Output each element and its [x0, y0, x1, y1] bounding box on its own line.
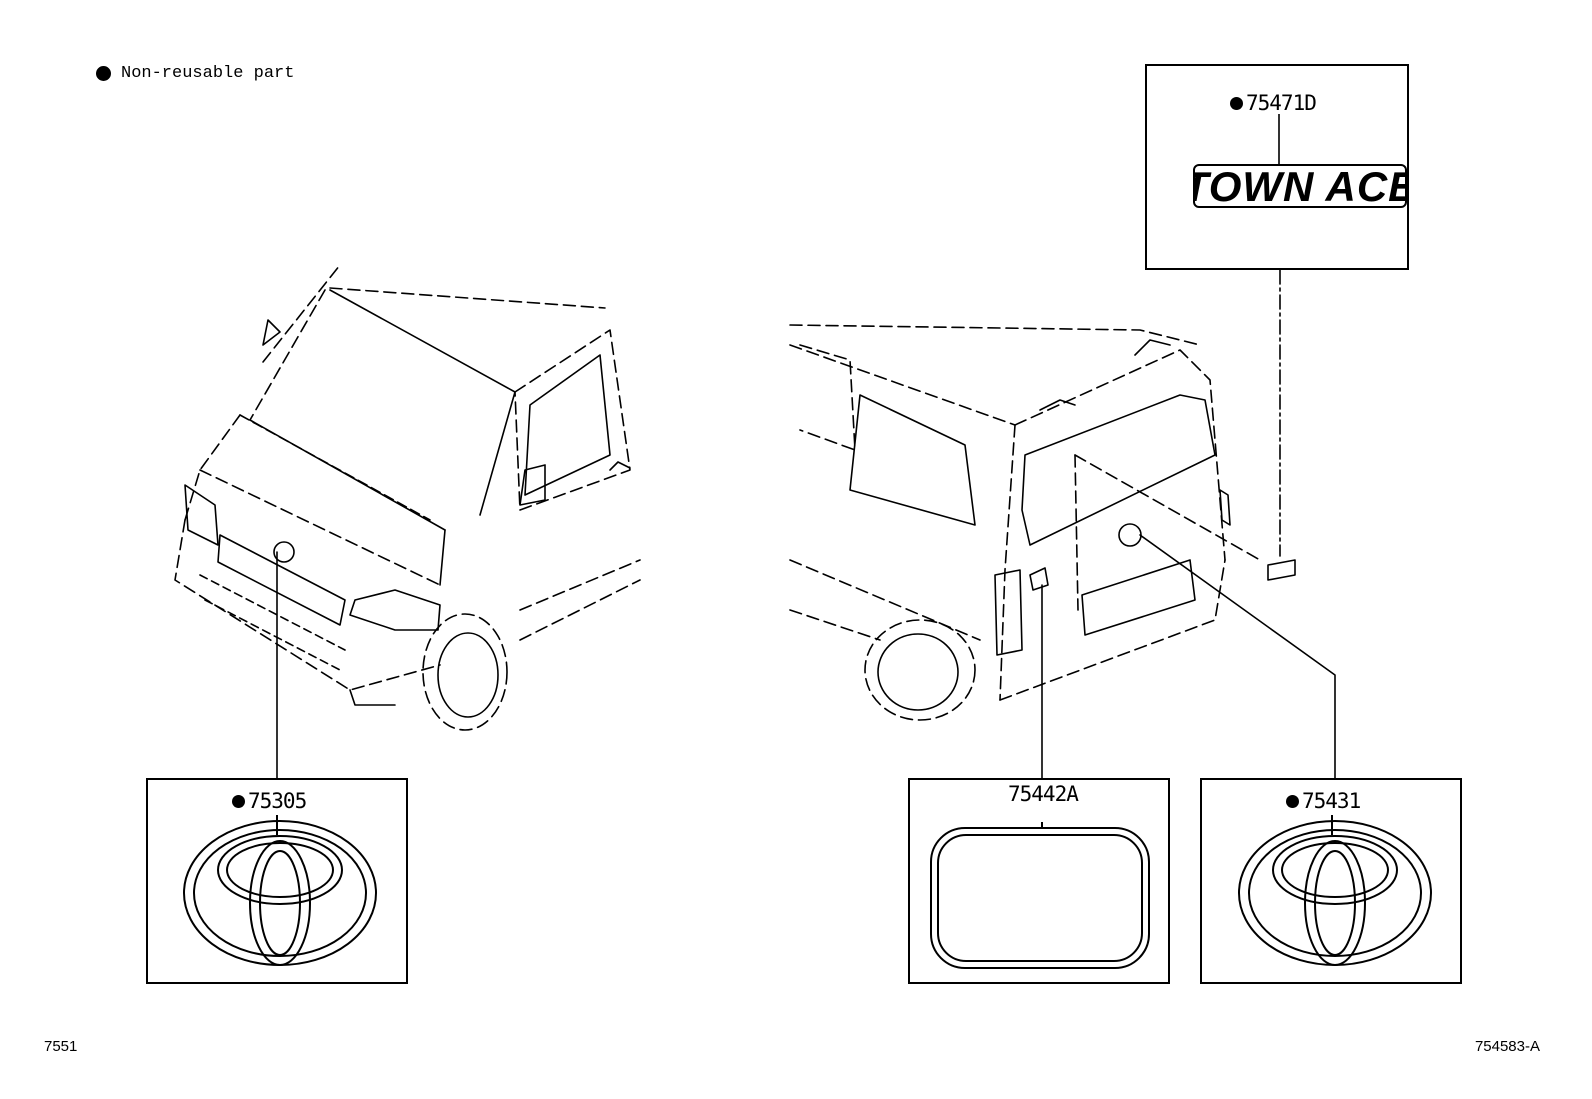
footer-right-code: 754583-A	[1474, 1038, 1540, 1055]
rear-emblem-leader-line	[1139, 534, 1336, 779]
non-reusable-bullet-icon	[1286, 794, 1299, 808]
non-reusable-bullet-icon	[96, 66, 111, 81]
legend-text: Non-reusable part	[121, 64, 295, 83]
non-reusable-bullet-icon	[232, 794, 245, 808]
name-plate-part-number[interactable]: 75471D	[1230, 91, 1317, 115]
legend: Non-reusable part	[96, 64, 294, 83]
footer-left-code: 7551	[44, 1038, 78, 1055]
name-plate-location-marker	[1267, 559, 1296, 581]
toyota-emblem-icon	[183, 815, 377, 966]
rounded-rectangle-plate-icon	[930, 822, 1150, 969]
front-emblem-part-number[interactable]: 75305	[232, 789, 307, 813]
rear-emblem-part-number[interactable]: 75431	[1286, 789, 1361, 813]
town-ace-name-plate: TOWN ACE	[1193, 164, 1407, 208]
town-ace-lettering: TOWN ACE	[1193, 164, 1407, 208]
plate-cover-part-number[interactable]: 75442A	[1008, 782, 1079, 806]
plate-cover-part-box[interactable]	[908, 778, 1170, 984]
toyota-emblem-icon	[1238, 815, 1432, 966]
name-plate-part-box[interactable]	[1145, 64, 1409, 270]
rear-emblem-part-box[interactable]	[1200, 778, 1462, 984]
name-plate-connector-line	[1278, 114, 1280, 164]
non-reusable-bullet-icon	[1230, 96, 1243, 110]
rear-van-illustration	[789, 324, 1261, 721]
front-van-illustration	[174, 264, 641, 731]
